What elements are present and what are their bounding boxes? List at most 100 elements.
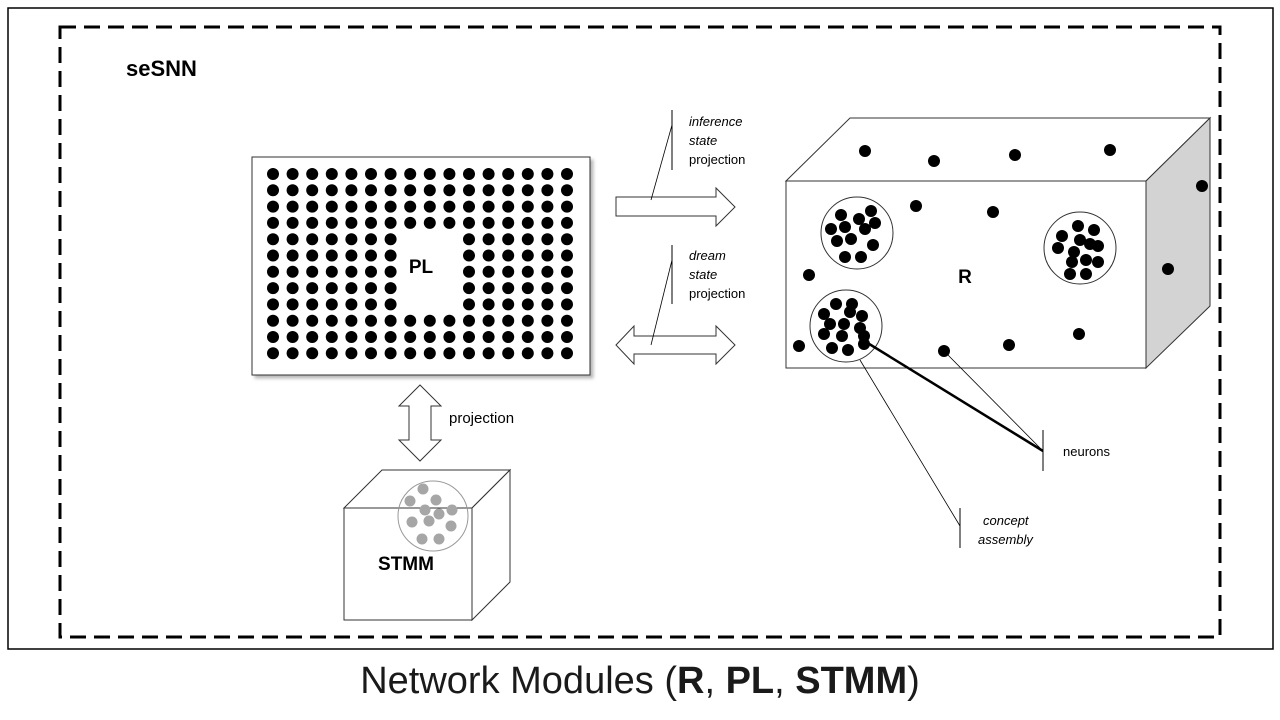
pl-neuron xyxy=(423,200,436,213)
pl-neuron xyxy=(325,298,338,311)
caption-r: R xyxy=(676,660,705,702)
pl-neuron xyxy=(561,168,573,180)
pl-neuron xyxy=(443,216,456,229)
assembly-neuron xyxy=(1068,246,1080,258)
pl-neuron xyxy=(561,184,573,197)
pl-neuron xyxy=(384,347,397,360)
pl-neuron xyxy=(423,331,436,343)
pl-neuron xyxy=(384,200,397,213)
pl-neuron xyxy=(541,347,554,360)
pl-neuron xyxy=(404,168,417,180)
pl-neuron xyxy=(267,298,279,311)
pl-neuron xyxy=(443,314,456,327)
pl-neuron xyxy=(325,265,338,278)
pl-neuron xyxy=(521,282,534,295)
pl-neuron xyxy=(306,265,319,278)
pl-neuron xyxy=(384,331,397,343)
pl-neuron xyxy=(365,298,377,311)
pl-neuron xyxy=(521,249,534,262)
pl-neuron xyxy=(325,168,338,180)
pl-neuron xyxy=(286,331,299,343)
pl-neuron xyxy=(365,282,377,295)
assembly-neuron xyxy=(856,310,868,322)
pl-neuron xyxy=(384,314,397,327)
pl-neuron xyxy=(502,298,515,311)
assembly-neuron xyxy=(842,344,854,356)
assembly-neuron xyxy=(858,338,870,350)
pl-neuron xyxy=(325,200,338,213)
stmm-assembly xyxy=(397,480,469,552)
pl-neuron xyxy=(404,200,417,213)
pl-neuron xyxy=(267,233,279,246)
pl-neuron xyxy=(482,233,495,246)
assembly-neuron xyxy=(839,251,851,263)
stmm-neuron xyxy=(423,515,435,527)
neurons-label: neurons xyxy=(1063,444,1110,459)
pl-neuron xyxy=(267,347,279,360)
pl-neuron xyxy=(482,282,495,295)
pl-neuron xyxy=(286,265,299,278)
inference-callout-leader xyxy=(650,124,673,201)
assembly-neuron xyxy=(825,223,837,235)
pl-neuron xyxy=(365,168,377,180)
pl-neuron xyxy=(463,184,475,197)
pl-neuron xyxy=(561,282,573,295)
neuron xyxy=(859,145,871,157)
pl-neuron xyxy=(384,249,397,262)
pl-neuron xyxy=(286,216,299,229)
pl-neuron xyxy=(482,347,495,360)
pl-neuron xyxy=(541,331,554,343)
assembly-leader xyxy=(859,359,961,527)
pl-neuron xyxy=(541,184,554,197)
pl-neuron xyxy=(345,200,358,213)
pl-neuron xyxy=(561,314,573,327)
pl-neuron xyxy=(365,216,377,229)
dream-label-1: dream xyxy=(689,248,726,263)
pl-neuron-grid xyxy=(267,168,573,360)
neuron xyxy=(1104,144,1116,156)
pl-neuron xyxy=(521,216,534,229)
pl-neuron xyxy=(521,265,534,278)
neuron xyxy=(1073,328,1085,340)
pl-neuron xyxy=(561,298,573,311)
assembly-neuron xyxy=(838,318,850,330)
pl-neuron xyxy=(423,216,436,229)
caption-pl: PL xyxy=(725,660,775,702)
pl-neuron xyxy=(502,314,515,327)
inference-label-1: inference xyxy=(689,114,742,129)
assembly-neuron xyxy=(831,235,843,247)
assembly-neuron xyxy=(865,205,877,217)
pl-neuron xyxy=(365,249,377,262)
pl-neuron xyxy=(267,331,279,343)
pl-neuron xyxy=(521,298,534,311)
pl-neuron xyxy=(463,331,475,343)
projection-arrow xyxy=(397,384,443,462)
pl-neuron xyxy=(502,331,515,343)
r-module: R xyxy=(784,116,1212,370)
assembly-label-1: concept xyxy=(983,513,1030,528)
assembly-neuron xyxy=(836,330,848,342)
stmm-neuron xyxy=(419,504,431,516)
pl-neuron xyxy=(541,298,554,311)
neurons-leader xyxy=(943,350,1044,452)
stmm-neuron xyxy=(404,495,416,507)
pl-neuron xyxy=(267,282,279,295)
pl-neuron xyxy=(365,265,377,278)
assembly-neuron xyxy=(1092,256,1104,268)
pl-neuron xyxy=(345,331,358,343)
pl-neuron xyxy=(443,347,456,360)
pl-neuron xyxy=(384,282,397,295)
dream-label-2: state xyxy=(689,267,717,282)
pl-neuron xyxy=(325,282,338,295)
pl-neuron xyxy=(482,216,495,229)
assembly-neuron xyxy=(839,221,851,233)
assembly-neuron xyxy=(835,209,847,221)
assembly-neuron xyxy=(844,306,856,318)
r-label: R xyxy=(958,267,972,288)
pl-neuron xyxy=(423,168,436,180)
pl-neuron xyxy=(561,347,573,360)
pl-neuron xyxy=(345,168,358,180)
pl-neuron xyxy=(502,249,515,262)
pl-neuron xyxy=(404,347,417,360)
